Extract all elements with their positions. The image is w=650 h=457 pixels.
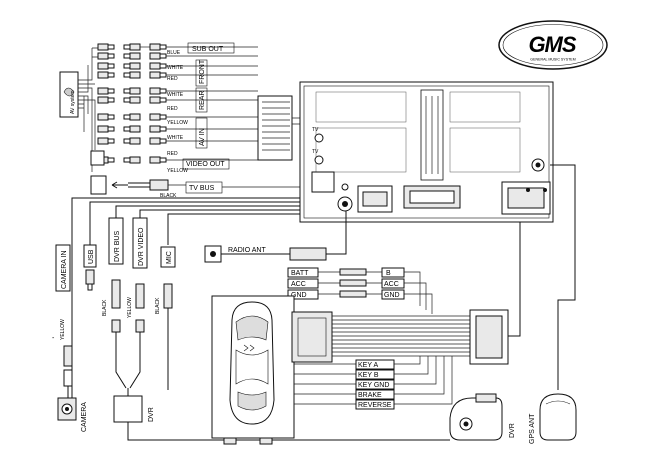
rca-row: WHITE RED: [97, 62, 258, 82]
tv-socket-icon: [314, 155, 324, 165]
dvr-bus-plug: [111, 279, 121, 309]
tv-badge: TV: [312, 127, 319, 133]
rca-color-label: RED: [167, 76, 178, 82]
dvr-camera: DVR: [449, 393, 516, 441]
power-left-label: ACC: [291, 281, 306, 288]
rca-color-label: YELLOW: [167, 120, 188, 126]
harness-label: REVERSE: [358, 402, 392, 409]
vehicle-harness: KEY A KEY B KEY GND BRAKE REVERSE: [211, 222, 521, 439]
radio-ant-label: RADIO ANT: [228, 247, 266, 254]
head-unit: TV TV: [299, 81, 554, 223]
rear-label: REAR: [199, 91, 206, 110]
tv-badge: TV: [312, 149, 319, 155]
main-harness-connector: [257, 95, 300, 161]
power-right-label: ACC: [384, 281, 399, 288]
mic-wire-label: BLACK: [155, 297, 161, 314]
camera-plug: [63, 345, 73, 367]
dvr-bus-label: DVR BUS: [114, 231, 121, 262]
harness-connector-left: [291, 311, 333, 363]
harness-label: KEY A: [358, 362, 378, 369]
tv-bus-module: [90, 150, 105, 166]
gms-logo: GMS GENERAL MUSIC SYSTEM: [498, 20, 608, 70]
rca-stack: BLUE SUB OUT WHITE: [78, 42, 300, 199]
rca-row: YELLOW WHITE RED: [97, 113, 258, 157]
tv-socket-icon: [314, 133, 324, 143]
tv-bus-label: TV BUS: [189, 185, 215, 192]
rca-color-label: WHITE: [167, 65, 184, 71]
radio-antenna: RADIO ANT: [204, 211, 347, 263]
power-left-label: BATT: [291, 270, 309, 277]
signal-icon: [243, 344, 255, 352]
front-label: FRONT: [199, 59, 206, 84]
port-column: CAMERA IN USB DVR BUS DVR VIDEO MIC BLAC…: [52, 197, 450, 445]
minus-mark: -: [52, 335, 55, 342]
usb-plug: [85, 269, 95, 285]
rca-color-label: BLUE: [167, 50, 181, 56]
logo-tagline: GENERAL MUSIC SYSTEM: [530, 58, 575, 62]
av-system-label: AV system: [70, 90, 76, 114]
rca-color-label: RED: [167, 151, 178, 157]
rca-color-label: WHITE: [167, 135, 184, 141]
dvr-camera-label: DVR: [509, 423, 516, 438]
dvr-video-plug: [135, 283, 145, 309]
power-right-label: GND: [384, 292, 400, 299]
mic-label: MIC: [166, 251, 173, 264]
tv-bus-plug: [90, 175, 107, 195]
usb-label: USB: [88, 249, 95, 264]
rca-color-label: WHITE: [167, 92, 184, 98]
power-left-label: GND: [291, 292, 307, 299]
av-system-box: AV system: [59, 71, 79, 118]
harness-label: KEY B: [358, 372, 379, 379]
camera-in-label: CAMERA IN: [61, 250, 68, 289]
gps-ant-label: GPS ANT: [529, 413, 536, 444]
vent-grid: [315, 91, 521, 173]
side-socket: [311, 171, 335, 193]
video-out-label: VIDEO OUT: [186, 161, 225, 168]
sub-out-label: SUB OUT: [192, 46, 224, 53]
mic-plug: [163, 283, 173, 309]
tv-bus-wire-label: BLACK: [160, 193, 177, 199]
camera-label: CAMERA: [81, 402, 88, 432]
dvr-module: [113, 395, 143, 423]
av-system-icon: [63, 87, 75, 97]
harness-label: BRAKE: [358, 392, 382, 399]
power-lines: BATT ACC GND B ACC GND: [287, 267, 433, 314]
power-right-label: B: [386, 270, 391, 277]
camera-wire-label: YELLOW: [60, 319, 66, 340]
av-in-label: AV IN: [199, 128, 206, 146]
rca-color-label: YELLOW: [167, 168, 188, 174]
ground-screw-icon: [341, 183, 349, 191]
rca-row: BLUE: [92, 43, 258, 60]
rca-row: WHITE RED: [97, 87, 258, 112]
harness-label: KEY GND: [358, 382, 389, 389]
dvr-box-label: DVR: [148, 407, 155, 422]
gps-antenna: GPS ANT: [529, 393, 577, 444]
rca-row: YELLOW: [97, 156, 258, 174]
rca-color-label: RED: [167, 106, 178, 112]
dvr-video-wire-label: YELLOW: [127, 297, 133, 318]
logo-mark: GMS: [528, 32, 576, 57]
dvr-video-label: DVR VIDEO: [138, 227, 145, 266]
dvr-bus-wire-label: BLACK: [102, 299, 108, 316]
